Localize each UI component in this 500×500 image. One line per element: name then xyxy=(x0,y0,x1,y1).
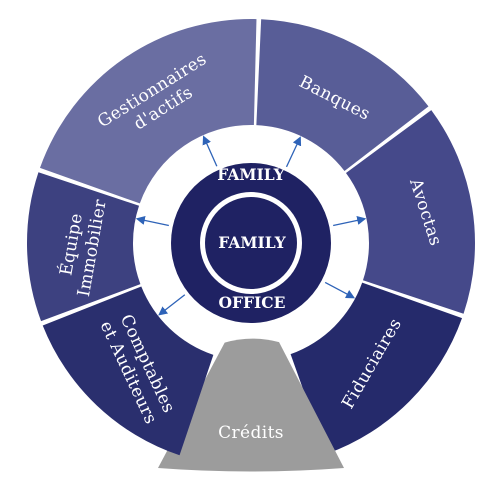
hub-core-circle xyxy=(205,197,297,289)
segment-equipe-shape xyxy=(27,172,141,322)
arrow-to-avocats xyxy=(333,215,367,227)
segment-fiduciaires: Fiduciaires xyxy=(290,282,463,455)
segment-avocats: Avoctas xyxy=(345,110,475,314)
hub-center-label: FAMILY xyxy=(218,233,286,252)
segment-banques-shape xyxy=(256,19,429,172)
segment-comptables-shape xyxy=(42,286,214,456)
segment-credits-label-line: Crédits xyxy=(218,423,284,443)
segment-credits: Crédits xyxy=(158,338,344,472)
arrow-to-gestionnaires xyxy=(202,135,218,167)
segment-credits-label: Crédits xyxy=(218,423,284,443)
segment-comptables: Comptableset Auditeurs xyxy=(42,286,214,456)
segment-gestionnaires-shape xyxy=(39,19,257,204)
segment-fiduciaires-shape xyxy=(290,282,463,455)
arrow-to-comptables xyxy=(158,294,186,316)
segment-avocats-shape xyxy=(345,110,475,314)
arrow-to-fiduciaires xyxy=(324,281,356,299)
arrows-group xyxy=(135,135,367,316)
hub-ring-top-label: FAMILY xyxy=(217,165,285,184)
segment-credits-shape xyxy=(158,338,344,472)
arrow-to-equipe xyxy=(135,215,169,227)
family-office-hub: FAMILY FAMILY OFFICE xyxy=(171,163,331,323)
hub-ring-bottom-label: OFFICE xyxy=(219,293,286,312)
segment-equipe: ÉquipeImmobilier xyxy=(27,172,141,322)
arrow-to-banques xyxy=(285,136,302,168)
segment-banques: Banques xyxy=(256,19,429,172)
